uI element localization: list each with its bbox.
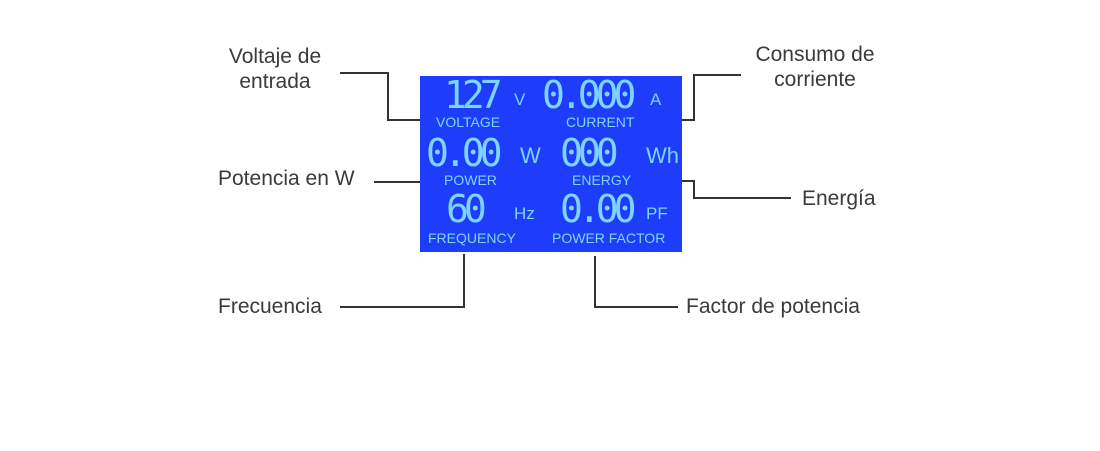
current-value: 0.000 bbox=[542, 73, 636, 117]
lcd-display: 127 V VOLTAGE 0.000 A CURRENT 0.00 W POW… bbox=[420, 76, 682, 252]
voltage-unit: V bbox=[514, 90, 526, 109]
power-leader bbox=[374, 181, 433, 183]
energy-leader bbox=[693, 180, 695, 199]
current-label-line2: corriente bbox=[774, 68, 856, 91]
power-factor-label: Factor de potencia bbox=[686, 295, 860, 318]
frequency-leader bbox=[340, 306, 465, 308]
power-factor-leader bbox=[594, 256, 596, 308]
frequency-value: 60 bbox=[446, 187, 487, 231]
current-leader bbox=[693, 74, 695, 121]
power-factor-unit: PF bbox=[646, 204, 668, 223]
current-caption: CURRENT bbox=[566, 114, 635, 130]
power-unit: W bbox=[520, 143, 541, 168]
energy-leader bbox=[693, 197, 791, 199]
voltage-label-line2: entrada bbox=[239, 70, 311, 93]
power-factor-caption: POWER FACTOR bbox=[552, 230, 666, 246]
current-leader bbox=[693, 74, 741, 76]
energy-value: 000 bbox=[560, 131, 619, 175]
frequency-label: Frecuencia bbox=[218, 295, 322, 318]
voltage-caption: VOLTAGE bbox=[436, 114, 501, 130]
voltage-leader bbox=[387, 119, 433, 121]
energy-caption: ENERGY bbox=[572, 172, 632, 188]
power-label: Potencia en W bbox=[218, 167, 355, 190]
energy-unit: Wh bbox=[646, 143, 679, 168]
power-value: 0.00 bbox=[426, 131, 502, 175]
frequency-leader bbox=[463, 254, 465, 308]
voltage-leader bbox=[340, 72, 389, 74]
frequency-caption: FREQUENCY bbox=[428, 230, 516, 246]
frequency-unit: Hz bbox=[514, 204, 535, 223]
voltage-leader bbox=[387, 72, 389, 121]
current-unit: A bbox=[650, 90, 662, 109]
power-factor-leader bbox=[594, 306, 678, 308]
power-factor-value: 0.00 bbox=[560, 187, 636, 231]
energy-label: Energía bbox=[802, 187, 876, 210]
voltage-label-line1: Voltaje de bbox=[228, 45, 322, 68]
current-label-line1: Consumo de bbox=[755, 43, 875, 66]
voltage-value: 127 bbox=[444, 73, 503, 117]
power-caption: POWER bbox=[444, 172, 497, 188]
